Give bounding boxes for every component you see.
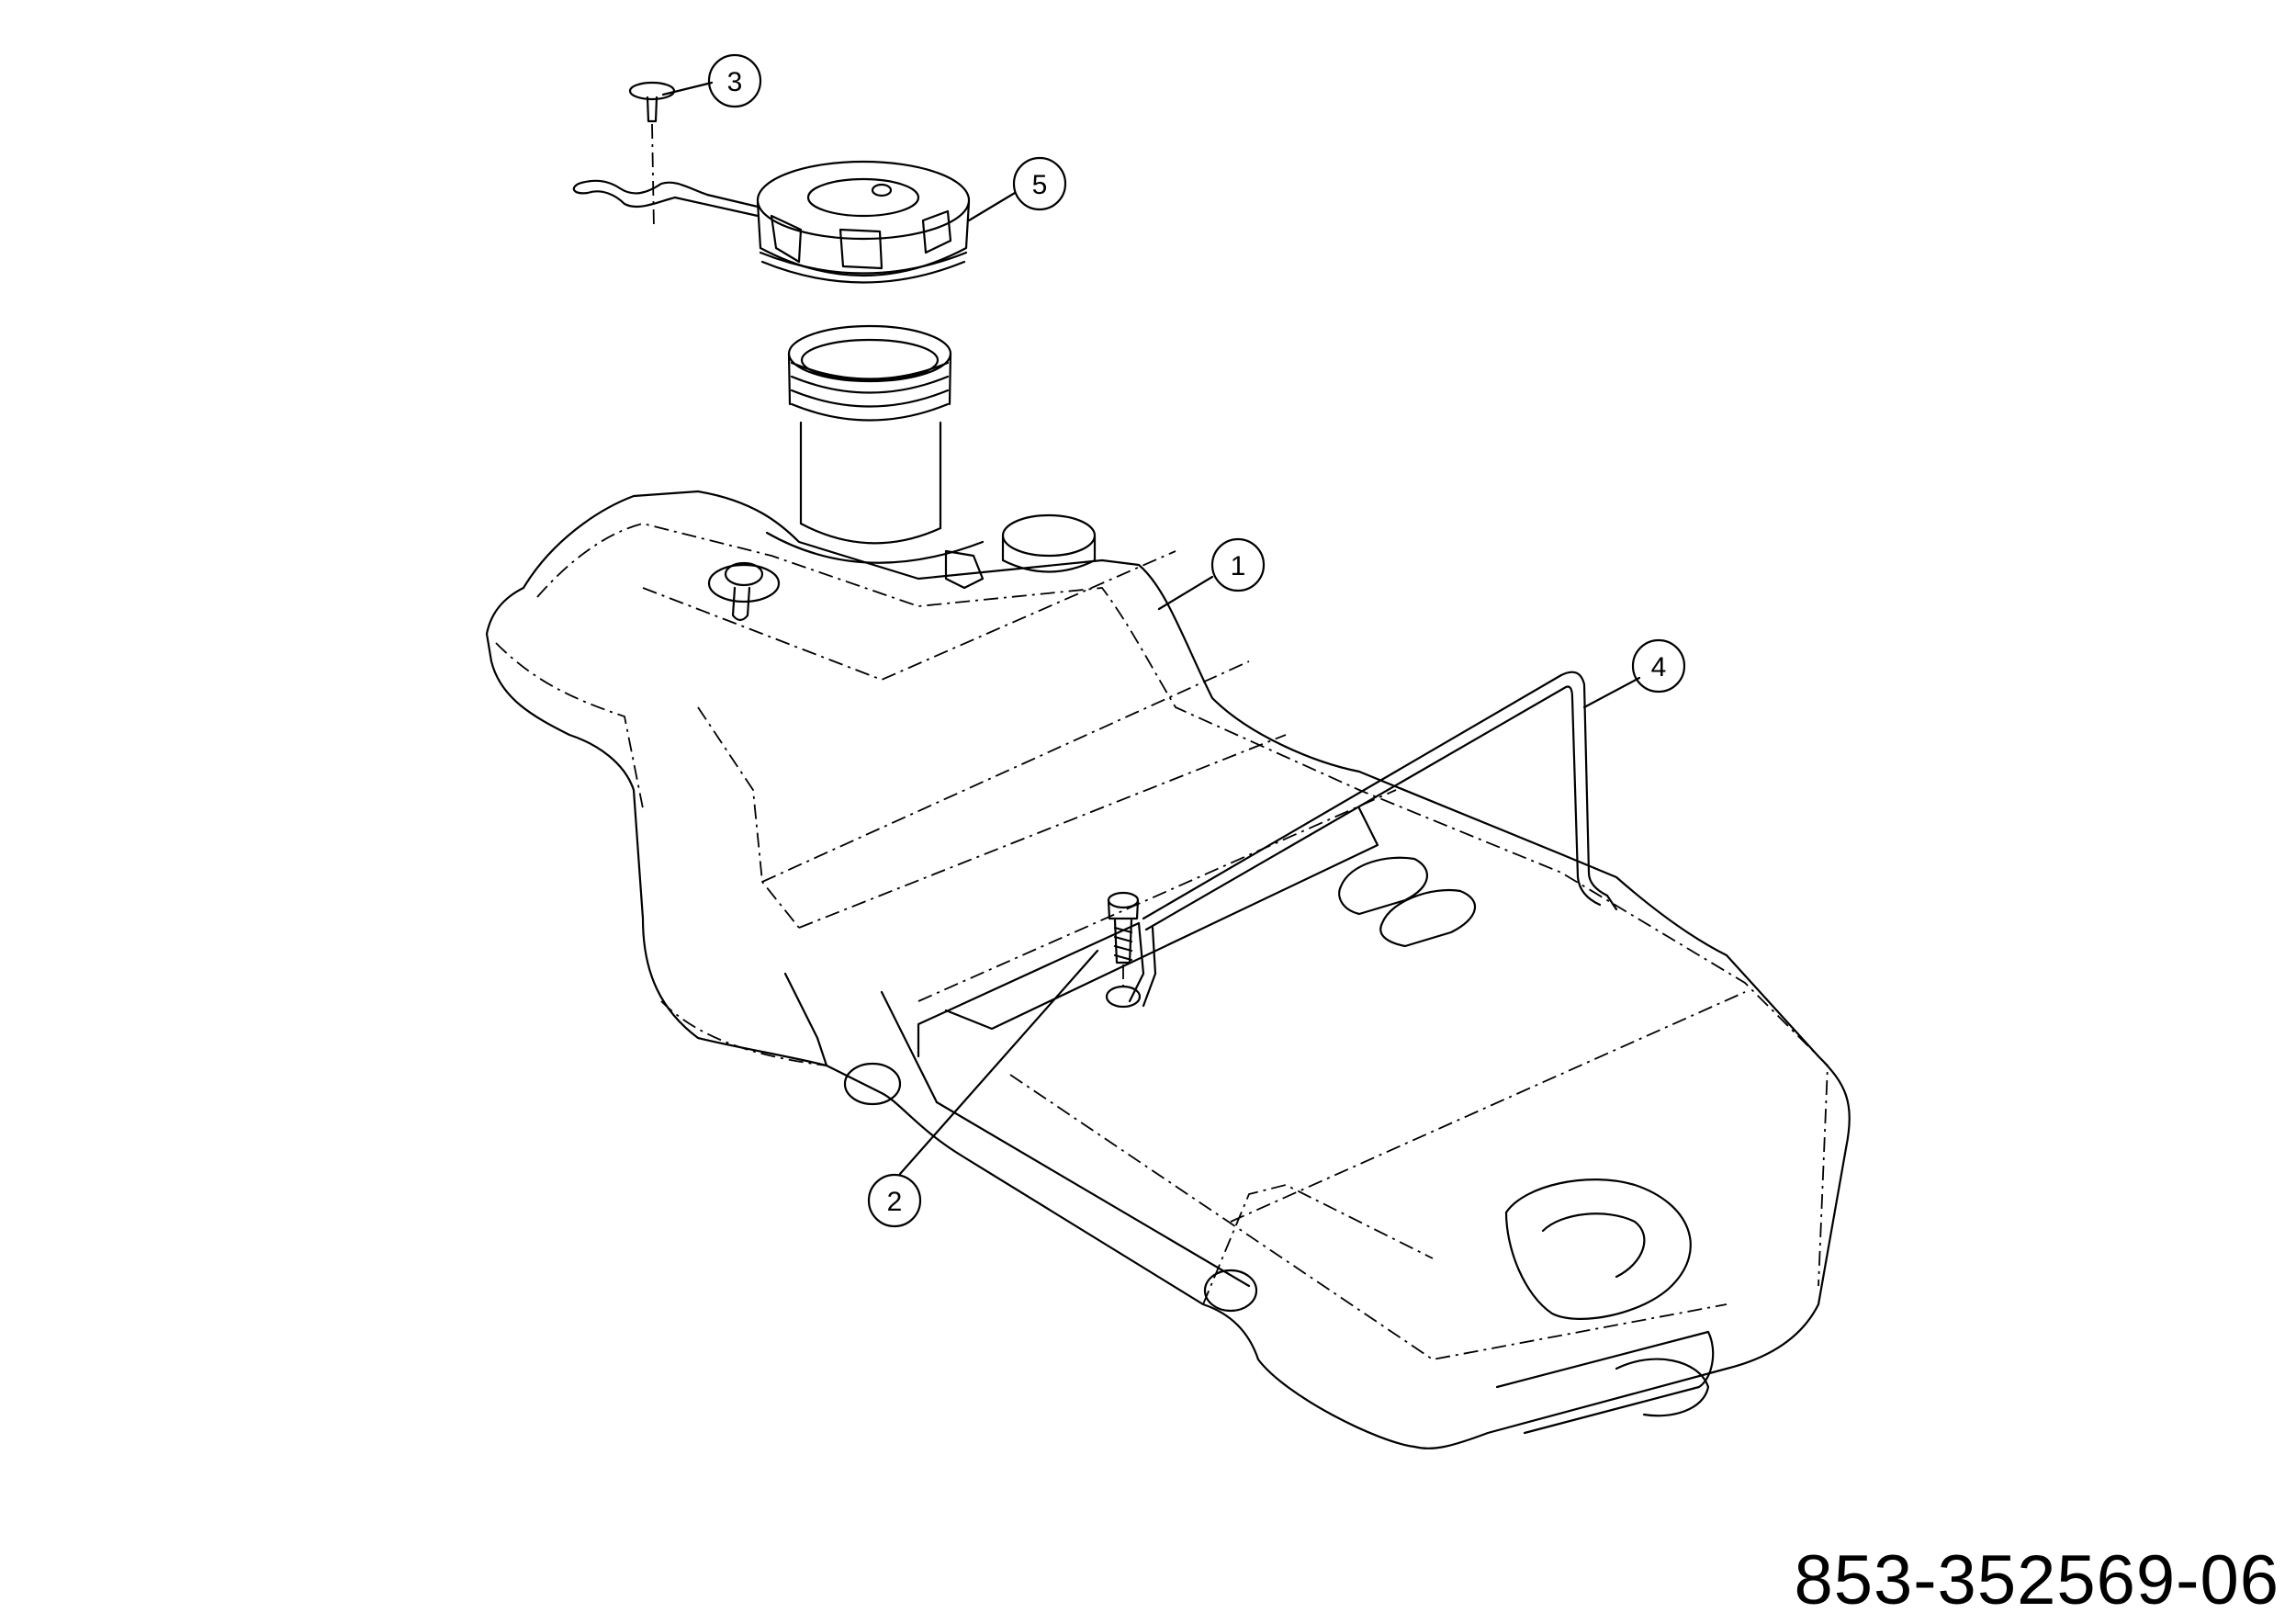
screw [1105, 891, 1142, 1009]
callout-label-5: 5 [1032, 170, 1048, 200]
fuel-valve [707, 561, 781, 622]
callout-2: 2 [867, 949, 1099, 1228]
callout-5: 5 [967, 156, 1067, 222]
cap-tether [572, 179, 760, 218]
callout-4: 4 [1582, 638, 1686, 709]
fuel-tank [485, 490, 1851, 1449]
callout-label-1: 1 [1231, 551, 1246, 581]
drawing-number: 853-352569-06 [1794, 1541, 2279, 1619]
filler-neck [765, 324, 985, 590]
callout-label-3: 3 [727, 67, 743, 97]
fuel-line [917, 671, 1618, 1058]
callout-label-2: 2 [887, 1187, 903, 1217]
callout-3: 3 [661, 53, 762, 108]
vent-cap [1001, 513, 1097, 573]
fuel-cap [756, 160, 971, 284]
callout-1: 1 [1157, 537, 1266, 611]
callout-label-4: 4 [1651, 652, 1667, 682]
